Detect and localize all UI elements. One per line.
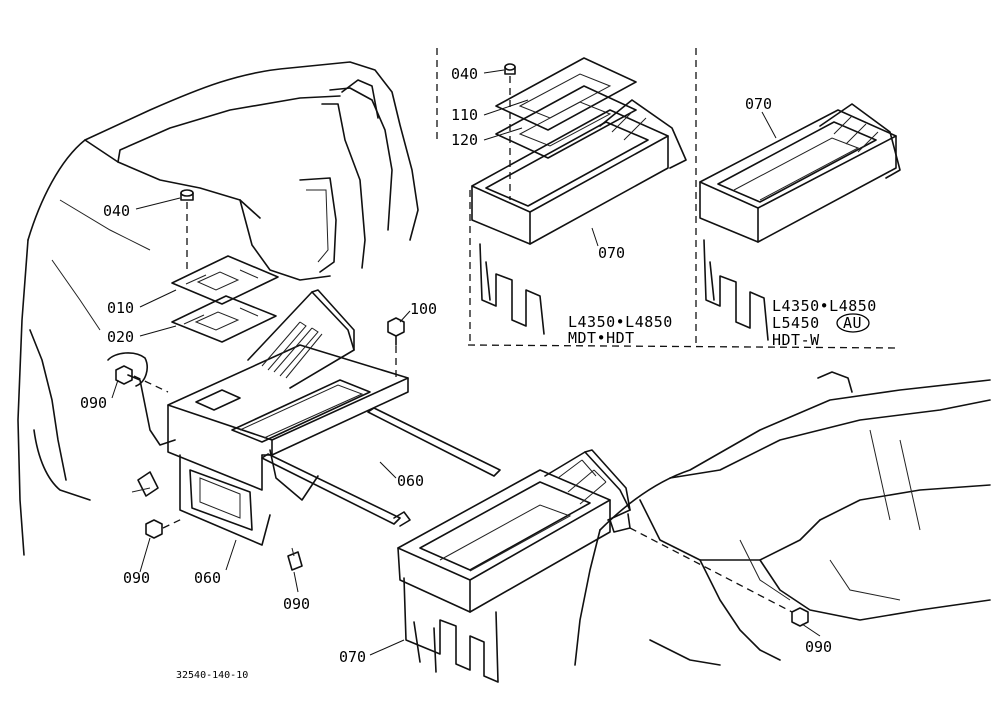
inset-a-models: L4350•L4850 [568,313,673,331]
bracket-070-main [397,449,631,683]
inset-b-badge: AU [843,314,862,332]
label-090-left: 090 [80,394,107,412]
label-070-main: 070 [339,648,366,666]
leader-lines [111,69,821,656]
diagram-ref-code: 32540-140-10 [176,670,248,681]
inset-b-variant: HDT-W [772,331,820,349]
inset-b-models-2: L5450 [772,314,820,332]
bolt-100 [387,317,405,378]
inset-bracket-070-b [699,103,901,341]
plate-020 [171,295,277,343]
label-090-lower: 090 [123,569,150,587]
label-060-rod: 060 [397,472,424,490]
label-010: 010 [107,299,134,317]
label-110: 110 [451,106,478,124]
bolt-040-main [180,189,194,270]
label-040-inset: 040 [451,65,478,83]
label-100: 100 [410,300,437,318]
label-060-bracket: 060 [194,569,221,587]
label-020: 020 [107,328,134,346]
label-070-inset-a: 070 [598,244,625,262]
inset-b-models: L4350•L4850 [772,297,877,315]
tractor-body-left [17,61,419,556]
plate-010 [171,255,279,305]
label-090-mid: 090 [283,595,310,613]
au-badge-outline [836,313,870,333]
rod-060 [261,407,501,527]
tractor-body-right [574,371,991,666]
inset-a-variant: MDT•HDT [568,329,635,347]
label-090-right: 090 [805,638,832,656]
bolt-090-left [115,365,169,393]
inset-frame [436,48,901,349]
bracket-assembly-main [131,289,409,546]
bolt-090-right [629,527,809,627]
label-070-inset-b: 070 [745,95,772,113]
label-040: 040 [103,202,130,220]
inset-bracket-070-a [471,57,687,335]
clip-090-mid [287,547,303,571]
label-120: 120 [451,131,478,149]
bolt-090-lower-left [145,517,185,539]
